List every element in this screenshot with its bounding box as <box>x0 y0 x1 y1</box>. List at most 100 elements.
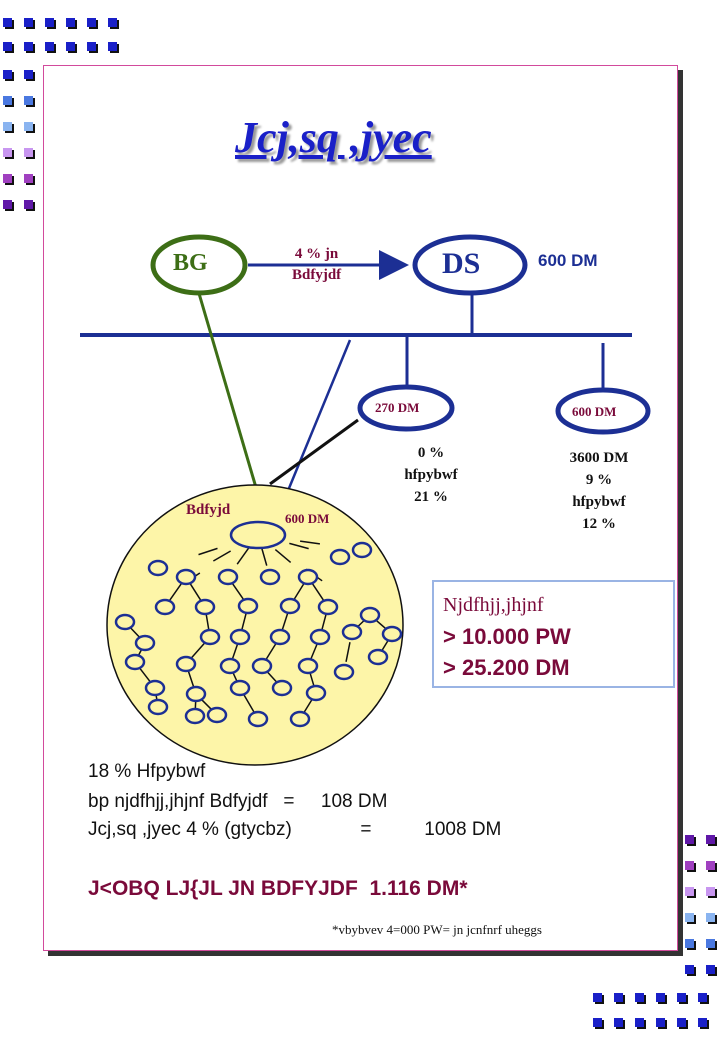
decorative-square <box>593 1018 602 1027</box>
left-child-info-line: hfpybwf <box>404 467 458 483</box>
bg-to-hub-line <box>196 289 264 509</box>
total-line: J<OBQ LJ{JL JN BDFYJDF 1.116 DM* <box>88 877 468 900</box>
network-node <box>175 655 197 673</box>
network-node <box>333 663 355 681</box>
network-node <box>219 657 241 675</box>
network-node <box>114 613 136 631</box>
footnote: *vbybvev 4=000 PW= jn jcnfnrf uheggs <box>332 922 542 937</box>
decorative-square <box>45 18 54 27</box>
left-child-node <box>357 384 455 432</box>
decorative-square <box>3 122 12 131</box>
right-child-info-line: 12 % <box>582 516 616 532</box>
network-node <box>271 679 293 697</box>
decorative-square <box>45 42 54 51</box>
network-link <box>265 642 277 661</box>
decorative-square <box>3 96 12 105</box>
calc-line2: bp njdfhjj,jhjnf Bdfyjdf = 108 DM <box>88 791 388 812</box>
arrow-label: 4 % jn Bdfyjdf <box>292 244 341 286</box>
left-child-info-line: 0 % <box>417 445 445 461</box>
decorative-square <box>24 122 33 131</box>
network-link <box>243 694 255 713</box>
network-node <box>175 568 197 586</box>
right-child-node <box>555 387 651 435</box>
decorative-square <box>698 993 707 1002</box>
network-node <box>367 648 389 666</box>
network-node <box>229 679 251 697</box>
network-link <box>274 548 292 564</box>
network-cluster <box>106 484 404 766</box>
decorative-square <box>706 835 715 844</box>
calc-line3: Jcj,sq ,jyec 4 % (gtycbz) = 1008 DM <box>88 819 502 840</box>
ds-node-label: DS <box>442 247 481 280</box>
decorative-square <box>614 1018 623 1027</box>
left-child-info-line: 21 % <box>414 489 448 505</box>
hub-amount: 600 DM <box>285 511 330 526</box>
network-link <box>289 542 309 550</box>
network-node <box>247 710 269 728</box>
decorative-square <box>635 993 644 1002</box>
decorative-square <box>87 18 96 27</box>
decorative-square <box>706 861 715 870</box>
decorative-square <box>677 993 686 1002</box>
right-child-info-line: 3600 DM <box>569 450 629 466</box>
left-child-label: 270 DM <box>375 400 420 415</box>
arrow-label-line2: Bdfyjdf <box>292 267 342 283</box>
bus-to-hub-line <box>276 339 352 516</box>
network-node <box>251 657 273 675</box>
page-title: Jcj,sq ,jyec <box>235 113 432 162</box>
network-node <box>317 598 339 616</box>
decorative-square <box>3 18 12 27</box>
network-link <box>231 582 245 601</box>
network-node <box>329 548 351 566</box>
network-link <box>138 666 152 684</box>
child-to-network-line <box>269 418 359 486</box>
decorative-square <box>706 939 715 948</box>
network-node <box>134 634 156 652</box>
network-node <box>289 710 311 728</box>
network-node <box>199 628 221 646</box>
decorative-square <box>685 861 694 870</box>
decorative-square <box>3 200 12 209</box>
callout-line1: Njdfhjj,jhjnf <box>443 594 544 616</box>
network-node <box>194 598 216 616</box>
network-link <box>293 582 305 601</box>
network-link <box>311 583 325 601</box>
right-child-info-line: 9 % <box>585 472 613 488</box>
decorative-square <box>706 965 715 974</box>
decorative-square <box>3 42 12 51</box>
decorative-square <box>24 174 33 183</box>
network-link <box>169 583 182 601</box>
network-link <box>212 550 232 562</box>
ds-amount: 600 DM <box>538 251 598 270</box>
network-node <box>147 698 169 716</box>
network-link <box>198 547 218 556</box>
decorative-square <box>698 1018 707 1027</box>
decorative-square <box>24 18 33 27</box>
network-node <box>359 606 381 624</box>
network-node <box>305 684 327 702</box>
decorative-square <box>24 200 33 209</box>
arrow-label-line1: 4 % jn <box>294 246 339 262</box>
decorative-square <box>3 70 12 79</box>
callout-box: Njdfhjj,jhjnf > 10.000 PW > 25.200 DM <box>432 580 675 688</box>
decorative-square <box>706 887 715 896</box>
right-child-info: 3600 DM 9 % hfpybwf 12 % <box>552 447 646 535</box>
network-link <box>236 547 250 565</box>
callout-line3: > 25.200 DM <box>443 655 570 680</box>
network-node <box>297 568 319 586</box>
network-node <box>381 625 403 643</box>
decorative-square <box>593 993 602 1002</box>
network-node <box>259 568 281 586</box>
network-node <box>279 597 301 615</box>
decorative-square <box>108 42 117 51</box>
decorative-square <box>87 42 96 51</box>
slide-panel <box>43 65 678 951</box>
decorative-square <box>24 70 33 79</box>
right-child-info-line: hfpybwf <box>572 494 626 510</box>
hub-label: Bdfyjd <box>186 502 231 518</box>
network-link <box>345 642 351 662</box>
decorative-square <box>677 1018 686 1027</box>
network-node <box>341 623 363 641</box>
network-link <box>260 546 268 566</box>
